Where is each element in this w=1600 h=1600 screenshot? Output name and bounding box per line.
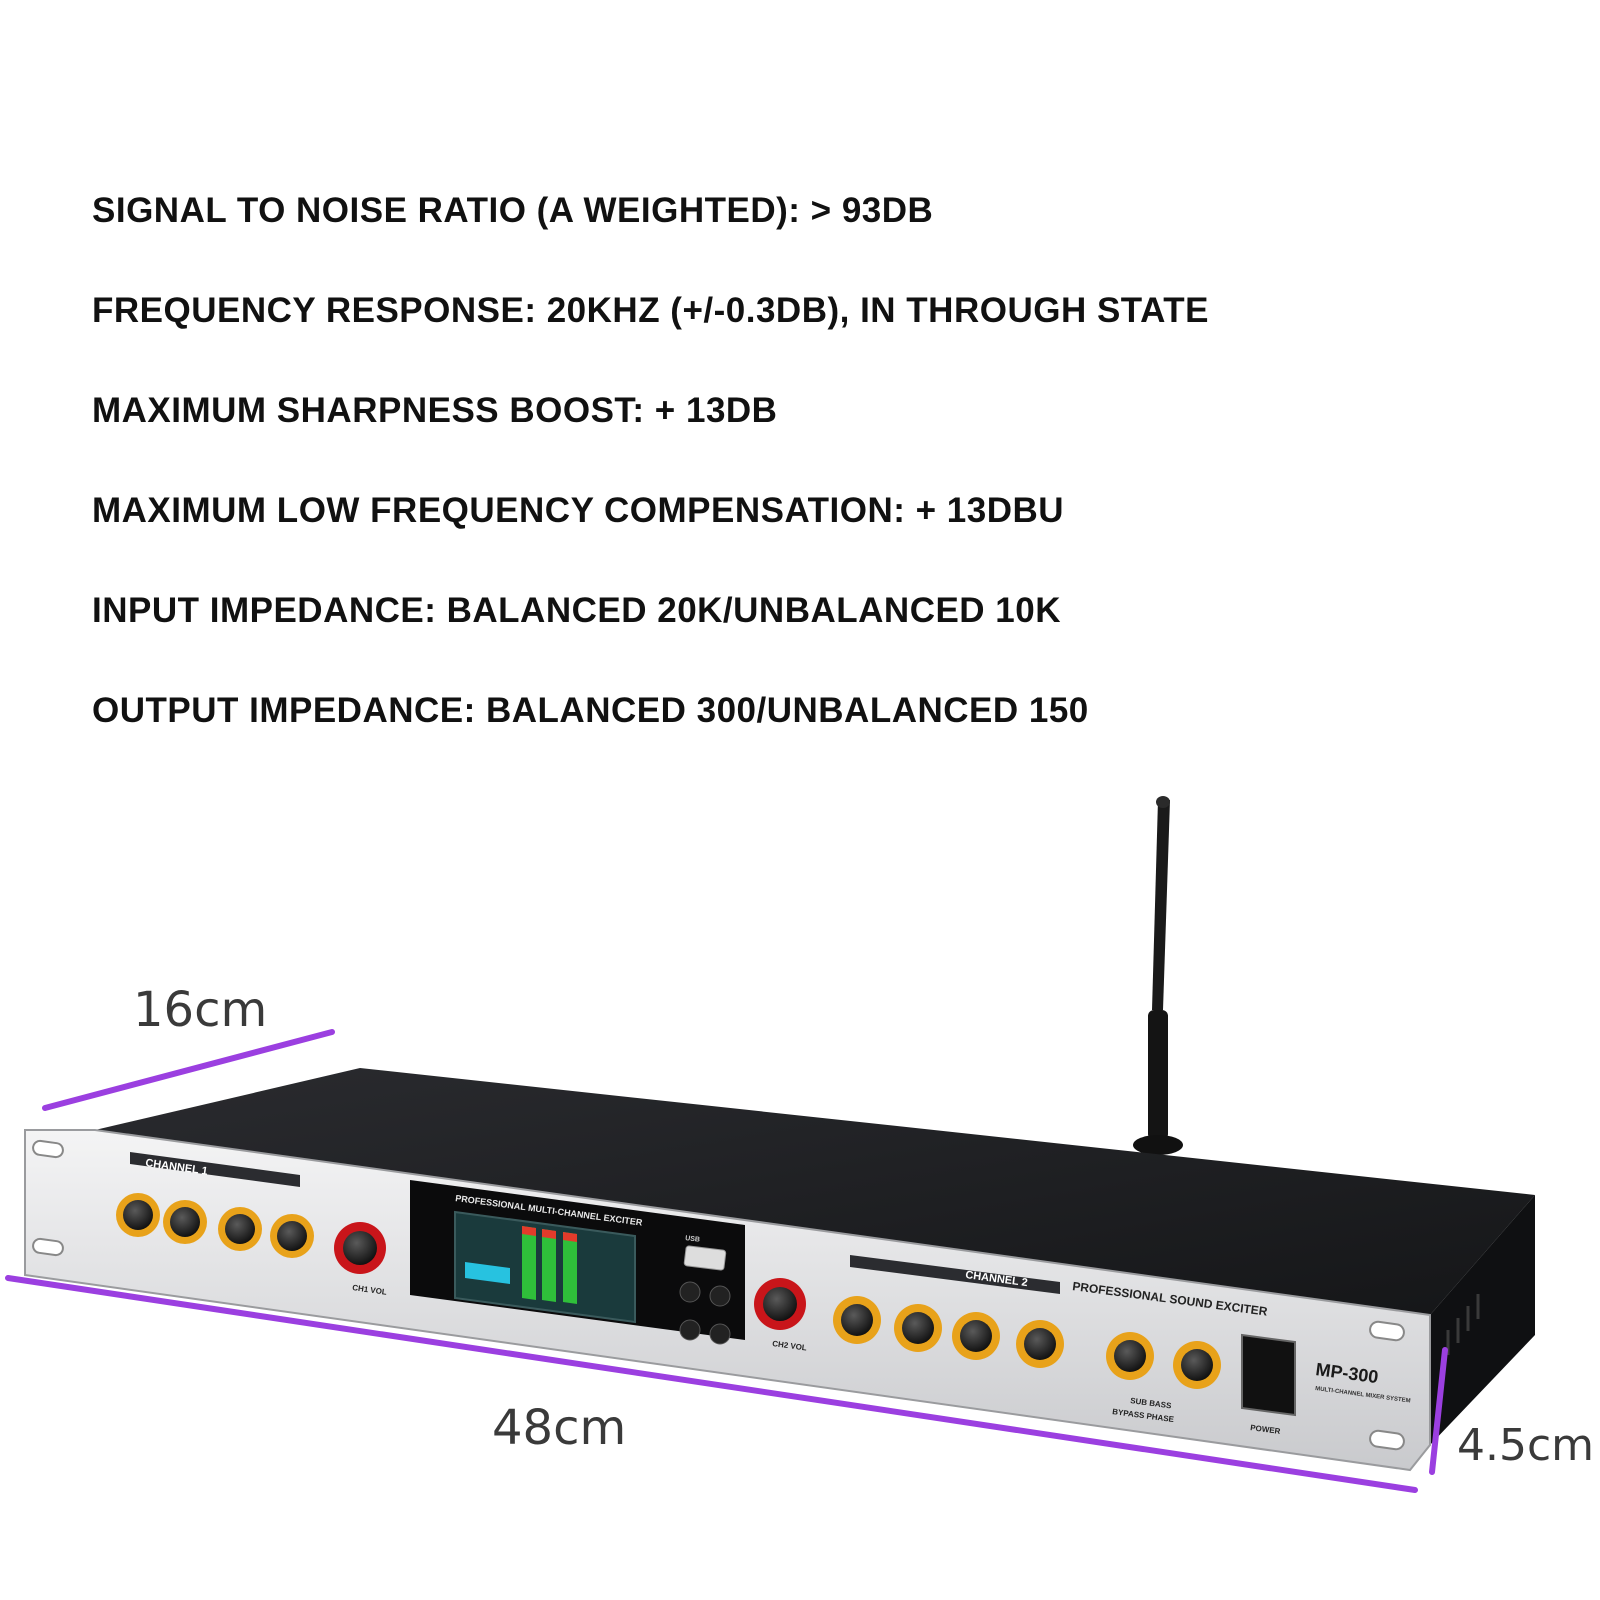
spec-list: SIGNAL TO NOISE RATIO (A WEIGHTED): > 93… — [92, 190, 1492, 790]
transport-buttons[interactable] — [679, 1281, 731, 1345]
spec-output-impedance: OUTPUT IMPEDANCE: BALANCED 300/UNBALANCE… — [92, 691, 1089, 730]
channel2-knobs — [754, 1278, 1221, 1389]
chassis-side — [1430, 1195, 1535, 1445]
dimension-width-label: 48cm — [492, 1400, 627, 1456]
spec-low-frequency-compensation: MAXIMUM LOW FREQUENCY COMPENSATION: + 13… — [92, 491, 1065, 530]
usb-port[interactable] — [683, 1245, 727, 1271]
spec-sharpness-boost: MAXIMUM SHARPNESS BOOST: + 13DB — [92, 391, 778, 430]
chassis-top — [95, 1068, 1535, 1315]
spec-snr: SIGNAL TO NOISE RATIO (A WEIGHTED): > 93… — [92, 191, 934, 230]
spec-frequency-response: FREQUENCY RESPONSE: 20KHZ (+/-0.3DB), IN… — [92, 291, 1209, 330]
power-switch[interactable] — [1241, 1333, 1296, 1417]
vent-slots — [1446, 1294, 1480, 1355]
power-label: POWER — [1250, 1423, 1281, 1436]
dimension-height-label: 4.5cm — [1457, 1420, 1595, 1471]
spec-input-impedance: INPUT IMPEDANCE: BALANCED 20K/UNBALANCED… — [92, 591, 1062, 630]
antenna — [1133, 796, 1183, 1155]
dimension-depth-label: 16cm — [133, 982, 268, 1038]
channel1-knobs — [116, 1193, 386, 1274]
dimension-lines — [5, 1029, 1448, 1493]
level-meters — [522, 1226, 577, 1304]
usb-label: USB — [685, 1235, 701, 1244]
product-photo: CHANNEL 1 CH1 VOL PROFESSIONAL MULTI-CHA… — [5, 796, 1535, 1493]
lcd-input-badge — [465, 1262, 510, 1284]
